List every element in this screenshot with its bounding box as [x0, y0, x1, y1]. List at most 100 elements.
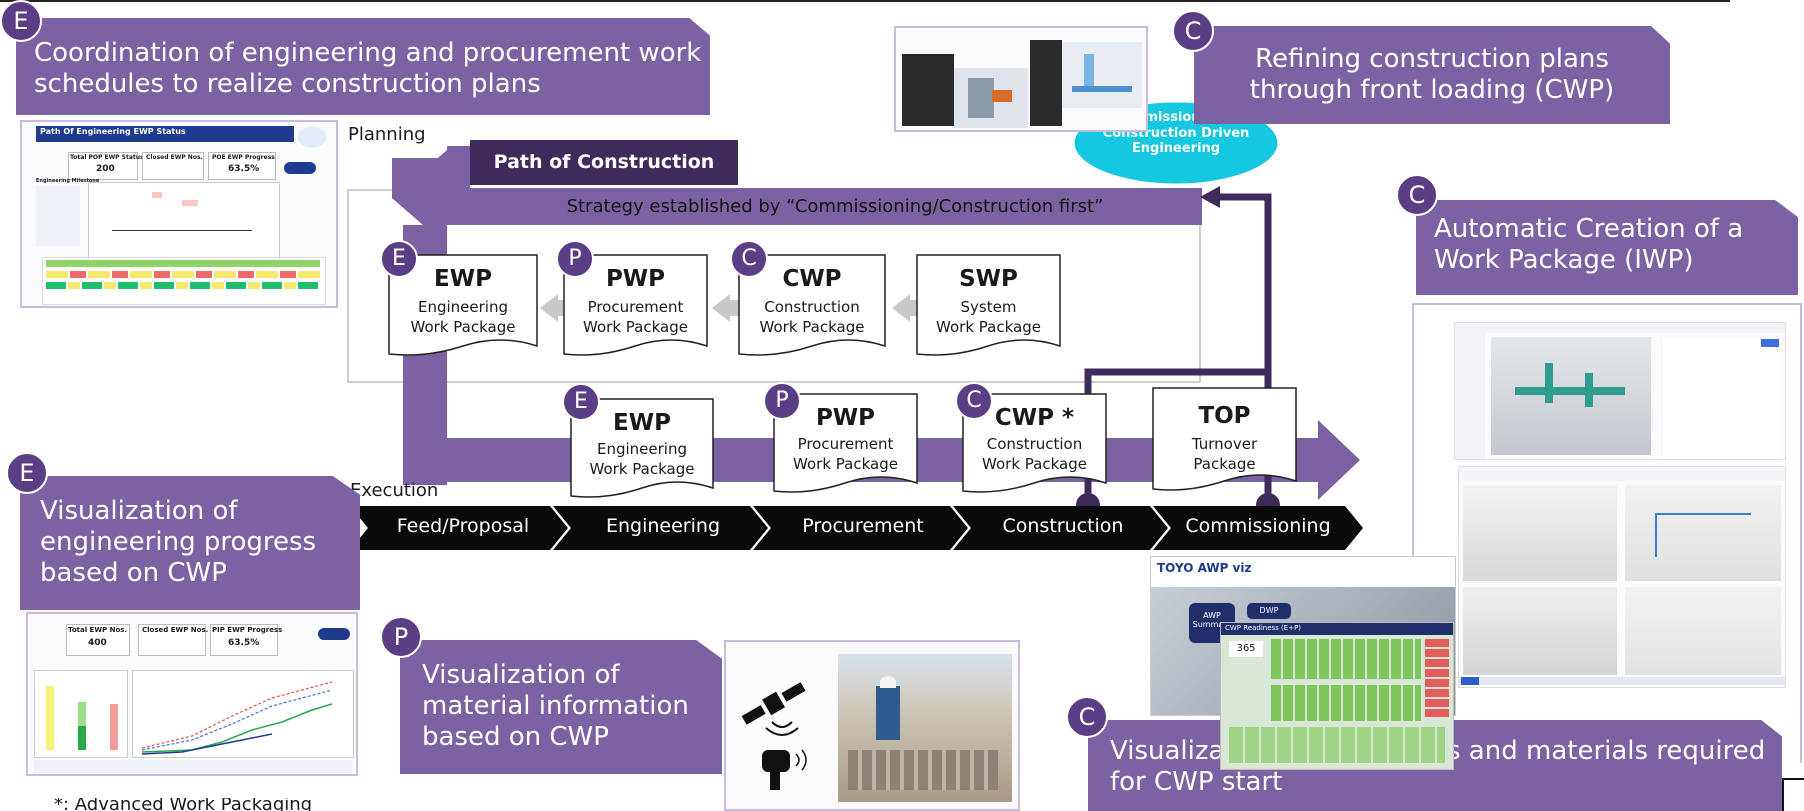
- callout-refining: Refining construction plans through fron…: [1194, 26, 1670, 124]
- callout-vis-material-text: Visualization of material information ba…: [422, 660, 689, 753]
- execution-arrowhead: [1318, 420, 1360, 500]
- badge-p-execution: P: [763, 382, 801, 420]
- poe-k1-label: Total POP EWP Status: [70, 154, 144, 161]
- planning-label: Planning: [348, 124, 426, 145]
- path-of-construction-label: Path of Construction: [493, 151, 715, 173]
- doc-line1: Procurement: [797, 435, 894, 453]
- doc-line1: Turnover: [1191, 435, 1258, 453]
- material-thumbnail: [724, 640, 1020, 811]
- execution-label: Execution: [350, 480, 439, 501]
- badge-vis-material: P: [380, 616, 422, 658]
- doc-line2: Package: [1193, 455, 1256, 473]
- poe-k3-value: 63.5%: [228, 164, 260, 174]
- execution-doc-top: TOP Turnover Package: [1152, 387, 1297, 499]
- pip-k1-label: Total EWP Nos.: [68, 626, 128, 634]
- top-rule: [0, 0, 1730, 2]
- callout-coordination-text: Coordination of engineering and procurem…: [34, 38, 702, 100]
- planning-arrow: [392, 146, 1202, 245]
- poe-k2-label: Closed EWP Nos.: [146, 154, 203, 161]
- badge-vis-documents: C: [1066, 696, 1108, 738]
- planning-doc-swp: SWP System Work Package: [916, 254, 1061, 364]
- doc-line2: Work Package: [759, 318, 865, 336]
- iwp-model-thumbnail: [1454, 322, 1786, 460]
- poe-title: Path Of Engineering EWP Status: [40, 127, 186, 136]
- grey-arrow-2: [712, 294, 742, 322]
- pip-k2-label: Closed EWP Nos.: [142, 626, 209, 634]
- execution-doc-cwp: CWP * Construction Work Package: [962, 393, 1107, 501]
- cwp-readiness-thumbnail: CWP Readiness (E+P) 365: [1220, 622, 1454, 770]
- callout-automatic-text: Automatic Creation of a Work Package (IW…: [1434, 214, 1744, 276]
- phase-commissioning: Commissioning: [1185, 515, 1331, 537]
- phase-feed-proposal: Feed/Proposal: [396, 515, 530, 537]
- corner-mark: [1782, 778, 1804, 811]
- doc-code: TOP: [1198, 403, 1251, 429]
- badge-c-execution: C: [955, 382, 993, 420]
- doc-code: EWP: [613, 410, 671, 436]
- pip-k1-value: 400: [88, 638, 107, 648]
- planning-doc-pwp: PWP Procurement Work Package: [563, 254, 708, 364]
- poe-k1-value: 200: [96, 164, 115, 174]
- cwp-readiness-value: 365: [1229, 641, 1263, 657]
- doc-code: CWP: [782, 266, 842, 292]
- doc-line2: Work Package: [583, 318, 688, 336]
- pip-k3-label: PIP EWP Progress: [212, 626, 283, 634]
- doc-code: CWP *: [994, 405, 1075, 431]
- execution-doc-ewp: EWP Engineering Work Package: [570, 398, 714, 506]
- doc-code: PWP: [605, 266, 666, 292]
- callout-automatic: Automatic Creation of a Work Package (IW…: [1416, 200, 1798, 295]
- doc-line1: Construction: [764, 298, 860, 316]
- doc-line2: Work Package: [936, 318, 1041, 336]
- cwp-readiness-title: CWP Readiness (E+P): [1225, 624, 1302, 632]
- badge-coordination: E: [0, 0, 42, 42]
- grey-arrow-3: [892, 294, 922, 322]
- badge-e-planning: E: [380, 240, 418, 278]
- model-thumbnail: [894, 26, 1148, 132]
- poe-k3-label: POE EWP Progress: [212, 154, 275, 161]
- callout-vis-engineering: Visualization of engineering progress ba…: [20, 476, 360, 610]
- doc-line2: Work Package: [793, 455, 898, 473]
- doc-line2: Work Package: [982, 455, 1087, 473]
- doc-line1: System: [960, 298, 1017, 316]
- pip-k3-value: 63.5%: [228, 638, 260, 648]
- phase-procurement: Procurement: [802, 515, 924, 537]
- grey-arrow-1: [540, 294, 570, 322]
- doc-line2: Work Package: [589, 460, 695, 478]
- doc-line1: Engineering: [597, 440, 687, 458]
- planning-doc-cwp: CWP Construction Work Package: [738, 254, 886, 364]
- badge-e-execution: E: [562, 383, 600, 421]
- path-of-construction-box: [470, 140, 738, 185]
- callout-vis-engineering-text: Visualization of engineering progress ba…: [40, 496, 317, 589]
- planning-arrowhead: [392, 150, 447, 246]
- iwp-frame: [1412, 303, 1802, 763]
- strategy-text: Strategy established by “Commissioning/C…: [566, 196, 1104, 217]
- doc-code: EWP: [434, 266, 492, 292]
- phase-chevron-3: [753, 506, 968, 550]
- badge-automatic: C: [1396, 174, 1438, 216]
- execution-doc-pwp: PWP Procurement Work Package: [773, 393, 918, 501]
- doc-line2: Work Package: [410, 318, 516, 336]
- doc-code: PWP: [815, 405, 876, 431]
- badge-p-planning: P: [556, 240, 594, 278]
- awp-title: TOYO AWP viz: [1157, 561, 1252, 575]
- iwp-drawing-thumbnail: [1458, 466, 1786, 688]
- feedback-arrowhead: [1200, 186, 1220, 208]
- footnote: *: Advanced Work Packaging: [54, 798, 313, 811]
- callout-refining-text: Refining construction plans through fron…: [1249, 44, 1615, 106]
- badge-c-planning: C: [730, 240, 768, 278]
- phase-engineering: Engineering: [606, 515, 720, 537]
- poe-dashboard-thumbnail: Path Of Engineering EWP Status Total POP…: [20, 120, 338, 308]
- doc-line1: Engineering: [418, 298, 508, 316]
- callout-vis-material: Visualization of material information ba…: [400, 640, 722, 774]
- doc-line1: Construction: [986, 435, 1083, 453]
- pip-dashboard-thumbnail: Total EWP Nos. 400 Closed EWP Nos. PIP E…: [26, 612, 358, 776]
- phase-chevron-1: [350, 506, 568, 550]
- awp-dwp-button: DWP: [1247, 603, 1291, 619]
- doc-line1: Procurement: [587, 298, 684, 316]
- phase-chevron-2: [553, 506, 768, 550]
- phase-chevron-5: [1153, 506, 1363, 550]
- badge-refining: C: [1172, 10, 1214, 52]
- callout-coordination: Coordination of engineering and procurem…: [16, 18, 710, 115]
- planning-doc-ewp: EWP Engineering Work Package: [388, 254, 538, 364]
- phase-construction: Construction: [1002, 515, 1124, 537]
